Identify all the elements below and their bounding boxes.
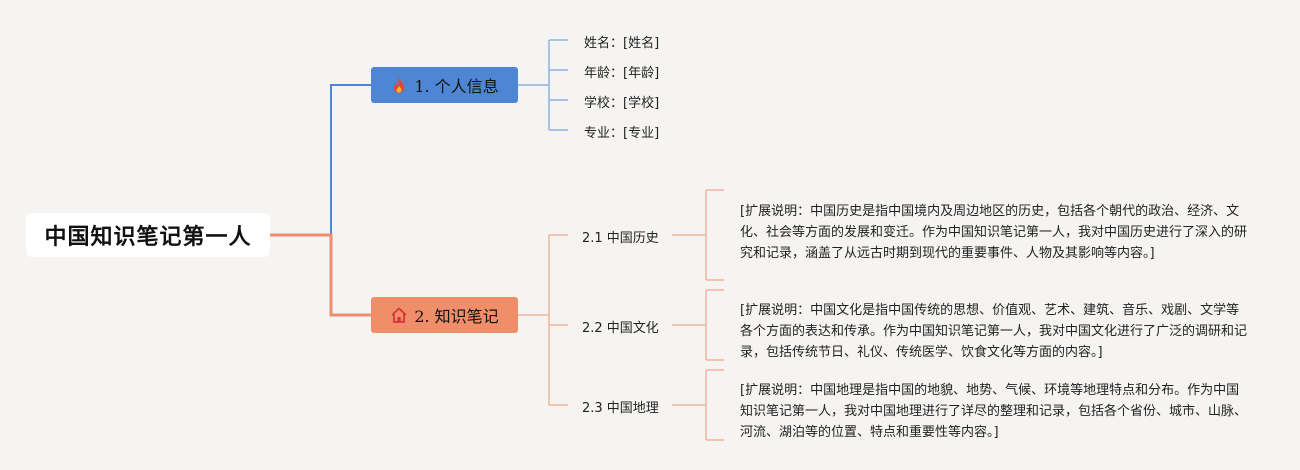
root-title: 中国知识笔记第一人: [44, 225, 252, 250]
branch-knowledge-notes[interactable]: 2. 知识笔记: [371, 297, 518, 333]
note-chinese-history: [扩展说明：中国历史是指中国境内及周边地区的历史，包括各个朝代的政治、经济、文化…: [740, 204, 1248, 261]
branch-personal-info[interactable]: 1. 个人信息: [371, 67, 518, 103]
leaf-major[interactable]: 专业：[专业]: [584, 126, 660, 141]
leaf-name[interactable]: 姓名：[姓名]: [584, 36, 660, 51]
note-chinese-geography: [扩展说明：中国地理是指中国的地貌、地势、气候、环境等地理特点和分布。作为中国知…: [740, 383, 1248, 440]
subtopic-chinese-geography[interactable]: 2.3 中国地理: [582, 401, 659, 416]
branch-label: 1. 个人信息: [414, 77, 499, 96]
branch-label: 2. 知识笔记: [414, 307, 499, 326]
subtopic-chinese-culture[interactable]: 2.2 中国文化: [582, 321, 659, 336]
leaf-age[interactable]: 年龄：[年龄]: [584, 66, 660, 81]
subtopic-chinese-history[interactable]: 2.1 中国历史: [582, 231, 659, 246]
home-icon: [390, 306, 408, 324]
leaf-school[interactable]: 学校：[学校]: [584, 96, 660, 111]
note-chinese-culture: [扩展说明：中国文化是指中国传统的思想、价值观、艺术、建筑、音乐、戏剧、文学等各…: [740, 303, 1248, 360]
fire-icon: [390, 76, 408, 94]
root-topic[interactable]: 中国知识笔记第一人: [26, 213, 270, 257]
